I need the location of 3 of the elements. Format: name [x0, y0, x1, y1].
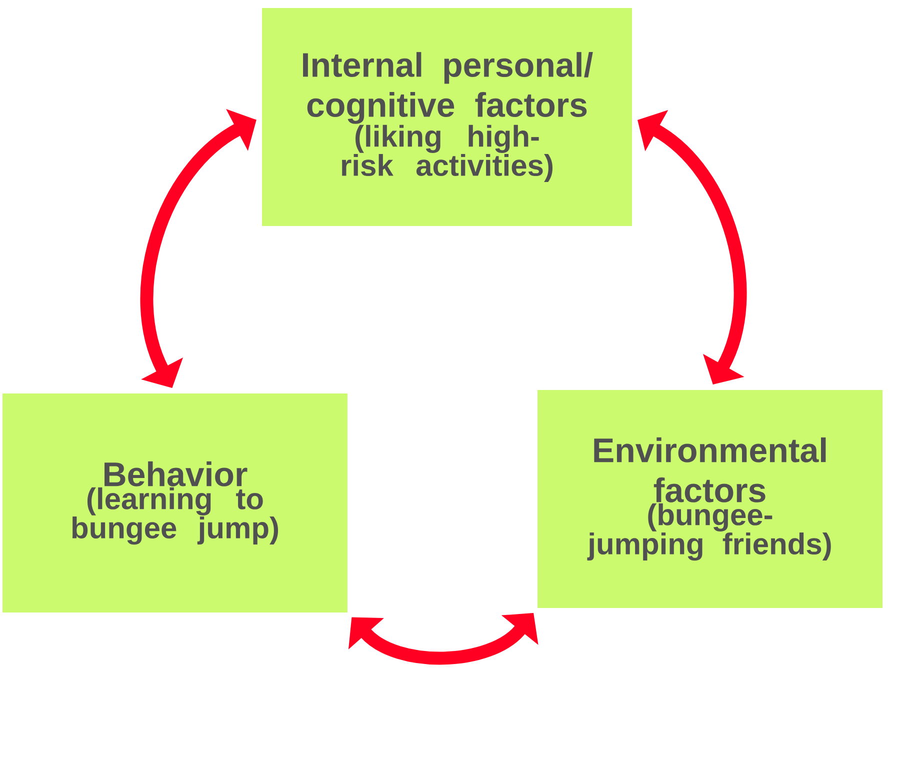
- factor-box: Internal personal/ cognitive factors (liking high-risk activities): [262, 8, 632, 226]
- factor-box: Behavior (learning to bungee jump): [2, 394, 348, 612]
- factor-box: Environmental factors (bungee-jumping friends): [538, 390, 882, 608]
